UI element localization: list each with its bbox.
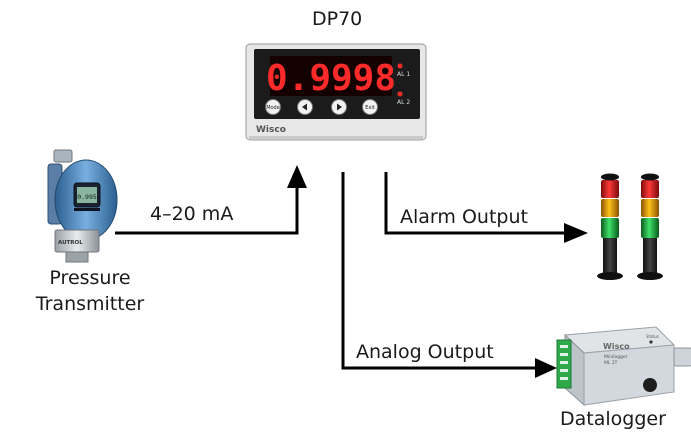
arrow-transmitter-to-meter <box>115 186 299 235</box>
logger-status-label: Status <box>646 334 659 339</box>
arrow-right-alarm-icon <box>564 223 588 243</box>
datalogger-device: Wisco Minilogger ML 2T Status <box>556 326 691 407</box>
transmitter-lcd <box>77 187 97 203</box>
status-led-icon <box>649 340 653 344</box>
transmitter-label-line2: Transmitter <box>35 293 145 315</box>
datalogger-label: Datalogger <box>560 408 666 430</box>
left-arrow-button[interactable] <box>297 99 313 115</box>
logger-knob-icon <box>643 378 657 392</box>
dp70-meter: 0.9998 AL 1 AL 2 Mode Exit Wisco <box>245 43 427 141</box>
logger-model-line2: ML 2T <box>604 360 618 366</box>
logger-model-line1: Minilogger <box>604 354 628 360</box>
al1-led-icon <box>397 63 403 69</box>
exit-button[interactable]: Exit <box>362 99 378 115</box>
analog-output-label: Analog Output <box>356 341 494 363</box>
stack-lights-left <box>597 173 623 280</box>
device-title: DP70 <box>312 8 363 30</box>
triangle-right-icon <box>337 103 342 111</box>
led-al2-label: AL 2 <box>397 99 410 106</box>
arrow-analog-output <box>341 172 537 370</box>
right-arrow-button[interactable] <box>331 99 347 115</box>
stack-lights-right <box>637 173 663 280</box>
transmitter-label-line1: Pressure <box>49 267 131 289</box>
mode-button-label: Mode <box>266 105 280 111</box>
alarm-output-label: Alarm Output <box>400 206 528 228</box>
signal-label: 4–20 mA <box>150 203 234 225</box>
transmitter-lcd-value: 0.995 <box>77 193 97 201</box>
mode-button[interactable]: Mode <box>265 99 281 115</box>
arrow-up-icon <box>287 165 307 188</box>
logger-brand-logo: Wisco <box>603 342 630 351</box>
arrow-alarm-output <box>384 172 566 235</box>
triangle-left-icon <box>302 103 307 111</box>
exit-button-label: Exit <box>365 105 375 111</box>
arrow-right-analog-icon <box>535 358 557 378</box>
transmitter-brand-logo: AUTROL <box>58 240 83 246</box>
meter-display-value: 0.9998 <box>266 58 396 99</box>
connectors <box>115 172 566 370</box>
meter-brand-logo: Wisco <box>256 125 286 135</box>
pressure-transmitter: 0.995 AUTROL <box>47 149 118 263</box>
al2-led-icon <box>397 91 403 97</box>
meter-display-window <box>270 56 392 96</box>
led-al1-label: AL 1 <box>397 71 410 78</box>
